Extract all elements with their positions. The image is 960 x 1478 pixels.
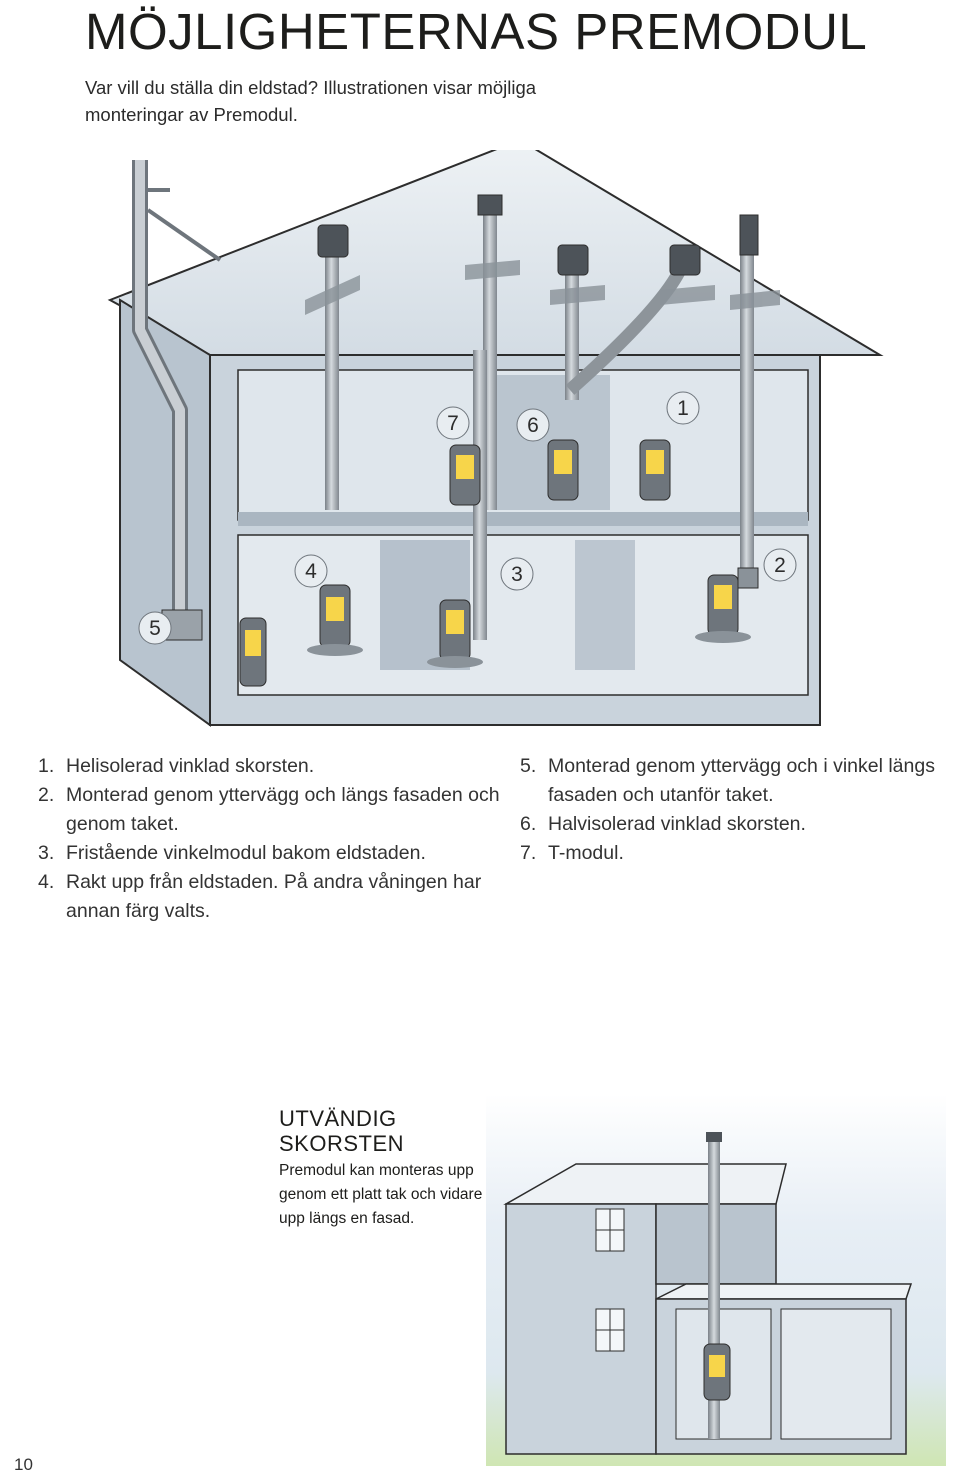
legend-right: 5. Monterad genom yttervägg och i vinkel…: [520, 752, 960, 868]
label-4-text: 4: [305, 560, 317, 583]
label-3: 3: [500, 557, 534, 591]
legend-item-6: 6. Halvisolerad vinklad skorsten.: [520, 813, 806, 835]
exterior-stove: [703, 1343, 731, 1401]
label-7-text: 7: [447, 412, 459, 435]
window-upper: [595, 1208, 625, 1252]
label-4: 4: [294, 554, 328, 588]
legend-item-2: 2. Monterad genom yttervägg och längs fa…: [38, 784, 500, 835]
stove-lower-2: [695, 567, 759, 643]
chimney-caps: [317, 194, 759, 276]
page-title: MÖJLIGHETERNAS PREMODUL: [85, 3, 868, 60]
label-1: 1: [666, 391, 700, 425]
stove-upper-6: [547, 439, 579, 501]
exterior-body: Premodul kan monteras upp genom ett plat…: [279, 1162, 483, 1227]
legend-left: 1. Helisolerad vinklad skorsten. 2. Mont…: [38, 752, 508, 926]
intro-text: Var vill du ställa din eldstad? Illustra…: [85, 77, 537, 125]
legend-item-5: 5. Monterad genom yttervägg och i vinkel…: [520, 755, 935, 806]
stove-lower-4: [307, 584, 363, 656]
window-lower: [595, 1308, 625, 1352]
house-number-labels: 7 6 1 4 3 2 5: [138, 391, 797, 645]
label-3-text: 3: [511, 563, 523, 586]
stove-lower-3: [427, 599, 483, 668]
label-5-text: 5: [149, 617, 161, 640]
page-number: 10: [14, 1455, 33, 1474]
house-illustration: 7 6 1 4 3 2 5: [107, 150, 884, 727]
label-5: 5: [138, 611, 172, 645]
stove-lower-5: [239, 617, 267, 687]
exterior-title: UTVÄNDIG SKORSTEN: [279, 1106, 405, 1156]
label-7: 7: [436, 406, 470, 440]
label-1-text: 1: [677, 397, 689, 420]
stove-upper-7: [449, 444, 481, 506]
label-2-text: 2: [774, 554, 786, 577]
legend-item-7: 7. T-modul.: [520, 842, 624, 864]
label-2: 2: [763, 548, 797, 582]
exterior-illustration: [486, 1094, 946, 1466]
legend-item-4: 4. Rakt upp från eldstaden. På andra vån…: [38, 871, 482, 922]
legend-item-3: 3. Fristående vinkelmodul bakom eldstade…: [38, 842, 426, 864]
legend-item-1: 1. Helisolerad vinklad skorsten.: [38, 755, 315, 777]
stove-upper-1: [639, 439, 671, 501]
label-6: 6: [516, 408, 550, 442]
label-6-text: 6: [527, 414, 539, 437]
